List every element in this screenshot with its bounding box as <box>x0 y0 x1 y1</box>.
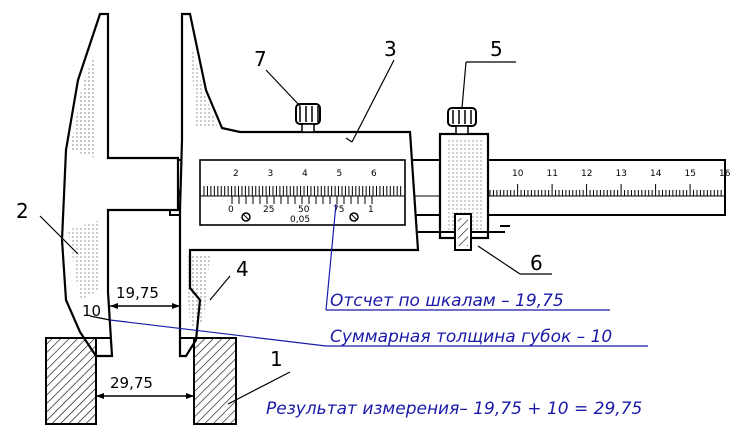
vernier-tick-label: 50 <box>298 205 310 215</box>
label-6: 6 <box>530 251 543 275</box>
dimension-inner-gap: 29,75 <box>96 374 194 399</box>
label-1: 1 <box>270 347 283 371</box>
micro-feed-screw-6 <box>418 213 505 251</box>
main-tick-label: 10 <box>512 169 524 179</box>
main-tick-label: 15 <box>685 169 696 179</box>
label-5: 5 <box>490 37 503 61</box>
vernier-scale-ticks: 2 3 4 5 6 0 25 50 75 1 0,05 <box>203 169 402 225</box>
main-tick-label: 14 <box>650 169 662 179</box>
clamp-screw-7 <box>295 103 321 133</box>
main-tick-label: 16 <box>719 169 731 179</box>
vernier-frame: 2 3 4 5 6 0 25 50 75 1 0,05 <box>178 12 420 358</box>
caption-jaws: Суммарная толщина губок – 10 <box>330 327 612 347</box>
label-10: 10 <box>82 302 101 320</box>
caption-reading: Отсчет по шкалам – 19,75 <box>330 291 564 311</box>
window-tick-label: 5 <box>337 169 343 179</box>
vernier-tick-label: 25 <box>263 205 274 215</box>
vernier-tick-label: 75 <box>333 205 344 215</box>
window-tick-label: 4 <box>302 169 308 179</box>
main-tick-label: 12 <box>581 169 592 179</box>
dim-inner-gap-text: 29,75 <box>110 374 153 392</box>
main-tick-label: 13 <box>616 169 627 179</box>
vernier-tick-label: 0 <box>228 205 234 215</box>
dimension-jaw-gap: 19,75 <box>110 284 180 309</box>
vernier-tick-label: 1 <box>368 205 374 215</box>
window-tick-label: 3 <box>268 169 274 179</box>
window-tick-label: 6 <box>371 169 377 179</box>
dim-jaw-gap-text: 19,75 <box>116 284 159 302</box>
label-3: 3 <box>384 37 397 61</box>
window-tick-label: 2 <box>233 169 239 179</box>
fixed-jaw <box>60 12 180 358</box>
workpiece <box>45 337 237 425</box>
label-2: 2 <box>16 199 29 223</box>
label-7: 7 <box>254 47 267 71</box>
precision-label: 0,05 <box>290 215 310 225</box>
caption-result: Результат измерения– 19,75 + 10 = 29,75 <box>266 399 642 419</box>
main-tick-label: 11 <box>547 169 558 179</box>
label-4: 4 <box>236 257 249 281</box>
leader-lines <box>39 59 648 405</box>
